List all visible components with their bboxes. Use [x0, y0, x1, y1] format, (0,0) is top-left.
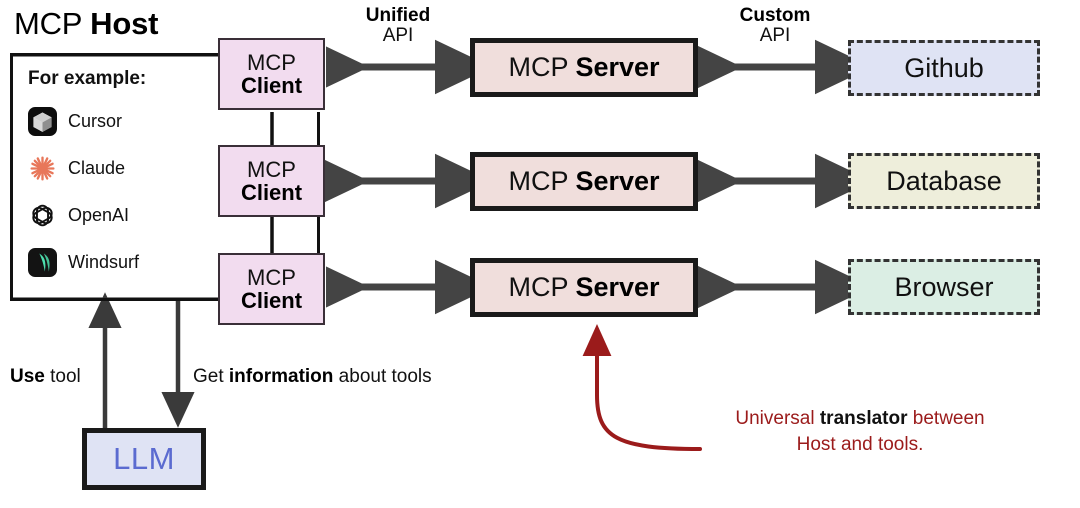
host-title-bold: Host: [90, 6, 159, 41]
custom-api-bottom: API: [759, 24, 791, 46]
custom-api-top: Custom: [739, 5, 811, 26]
cursor-icon: [28, 106, 57, 136]
mcp-server-box-1[interactable]: MCP Server: [470, 38, 698, 97]
example-item-claude: Claude: [28, 151, 208, 185]
mcp-client-box-3[interactable]: MCP Client: [218, 253, 325, 325]
mcp-server-3-line2: Server: [575, 272, 660, 302]
note-line1-pre: Universal: [735, 408, 820, 429]
translator-note-line1: Universal translator between: [660, 406, 1060, 432]
tool-label-github: Github: [904, 52, 984, 83]
use-tool-bold: Use: [10, 366, 45, 387]
mcp-server-1-line2: Server: [575, 52, 660, 82]
mcp-client-1-line2: Client: [240, 73, 303, 98]
tool-box-browser[interactable]: Browser: [848, 259, 1040, 315]
mcp-server-box-2[interactable]: MCP Server: [470, 152, 698, 211]
get-info-bold: information: [228, 366, 334, 387]
example-label-cursor: Cursor: [68, 110, 123, 131]
get-information-label: Get information about tools: [193, 366, 432, 388]
get-info-post: about tools: [333, 366, 432, 387]
claude-icon: [28, 154, 57, 183]
tool-label-database: Database: [886, 165, 1002, 196]
mcp-server-3-line1: MCP: [508, 272, 569, 302]
mcp-server-1-line1: MCP: [508, 52, 569, 82]
llm-label: LLM: [113, 441, 175, 476]
mcp-server-2-line1: MCP: [508, 166, 569, 196]
for-example-label: For example:: [28, 68, 147, 89]
host-title-plain: MCP: [14, 6, 91, 41]
windsurf-icon: [28, 247, 57, 277]
translator-note: Universal translator between Host and to…: [660, 406, 1060, 457]
mcp-server-box-3[interactable]: MCP Server: [470, 258, 698, 317]
openai-icon: [28, 201, 57, 230]
unified-api-label: Unified API: [338, 6, 458, 46]
tool-box-github[interactable]: Github: [848, 40, 1040, 96]
example-label-openai: OpenAI: [68, 204, 130, 225]
example-label-claude: Claude: [68, 157, 126, 178]
note-line1-bold: translator: [819, 408, 908, 429]
example-item-openai: OpenAI: [28, 198, 208, 232]
unified-api-top: Unified: [365, 5, 431, 26]
llm-box[interactable]: LLM: [82, 428, 206, 490]
host-title: MCP Host: [14, 6, 158, 42]
mcp-client-box-1[interactable]: MCP Client: [218, 38, 325, 110]
example-label-windsurf: Windsurf: [68, 251, 140, 272]
use-tool-rest: tool: [44, 366, 81, 387]
mcp-client-box-2[interactable]: MCP Client: [218, 145, 325, 217]
translator-note-line2: Host and tools.: [796, 433, 924, 455]
tool-label-browser: Browser: [894, 271, 994, 302]
mcp-client-1-line1: MCP: [247, 49, 296, 75]
mcp-client-3-line2: Client: [240, 288, 303, 313]
get-info-pre: Get: [193, 366, 229, 387]
example-item-cursor: Cursor: [28, 104, 208, 138]
mcp-client-2-line2: Client: [240, 180, 303, 205]
mcp-client-3-line1: MCP: [247, 264, 296, 290]
note-line1-post: between: [907, 408, 985, 429]
tool-box-database[interactable]: Database: [848, 153, 1040, 209]
example-item-windsurf: Windsurf: [28, 245, 208, 279]
unified-api-bottom: API: [382, 24, 414, 46]
custom-api-label: Custom API: [715, 6, 835, 46]
mcp-server-2-line2: Server: [575, 166, 660, 196]
use-tool-label: Use tool: [10, 366, 81, 388]
mcp-client-2-line1: MCP: [247, 156, 296, 182]
